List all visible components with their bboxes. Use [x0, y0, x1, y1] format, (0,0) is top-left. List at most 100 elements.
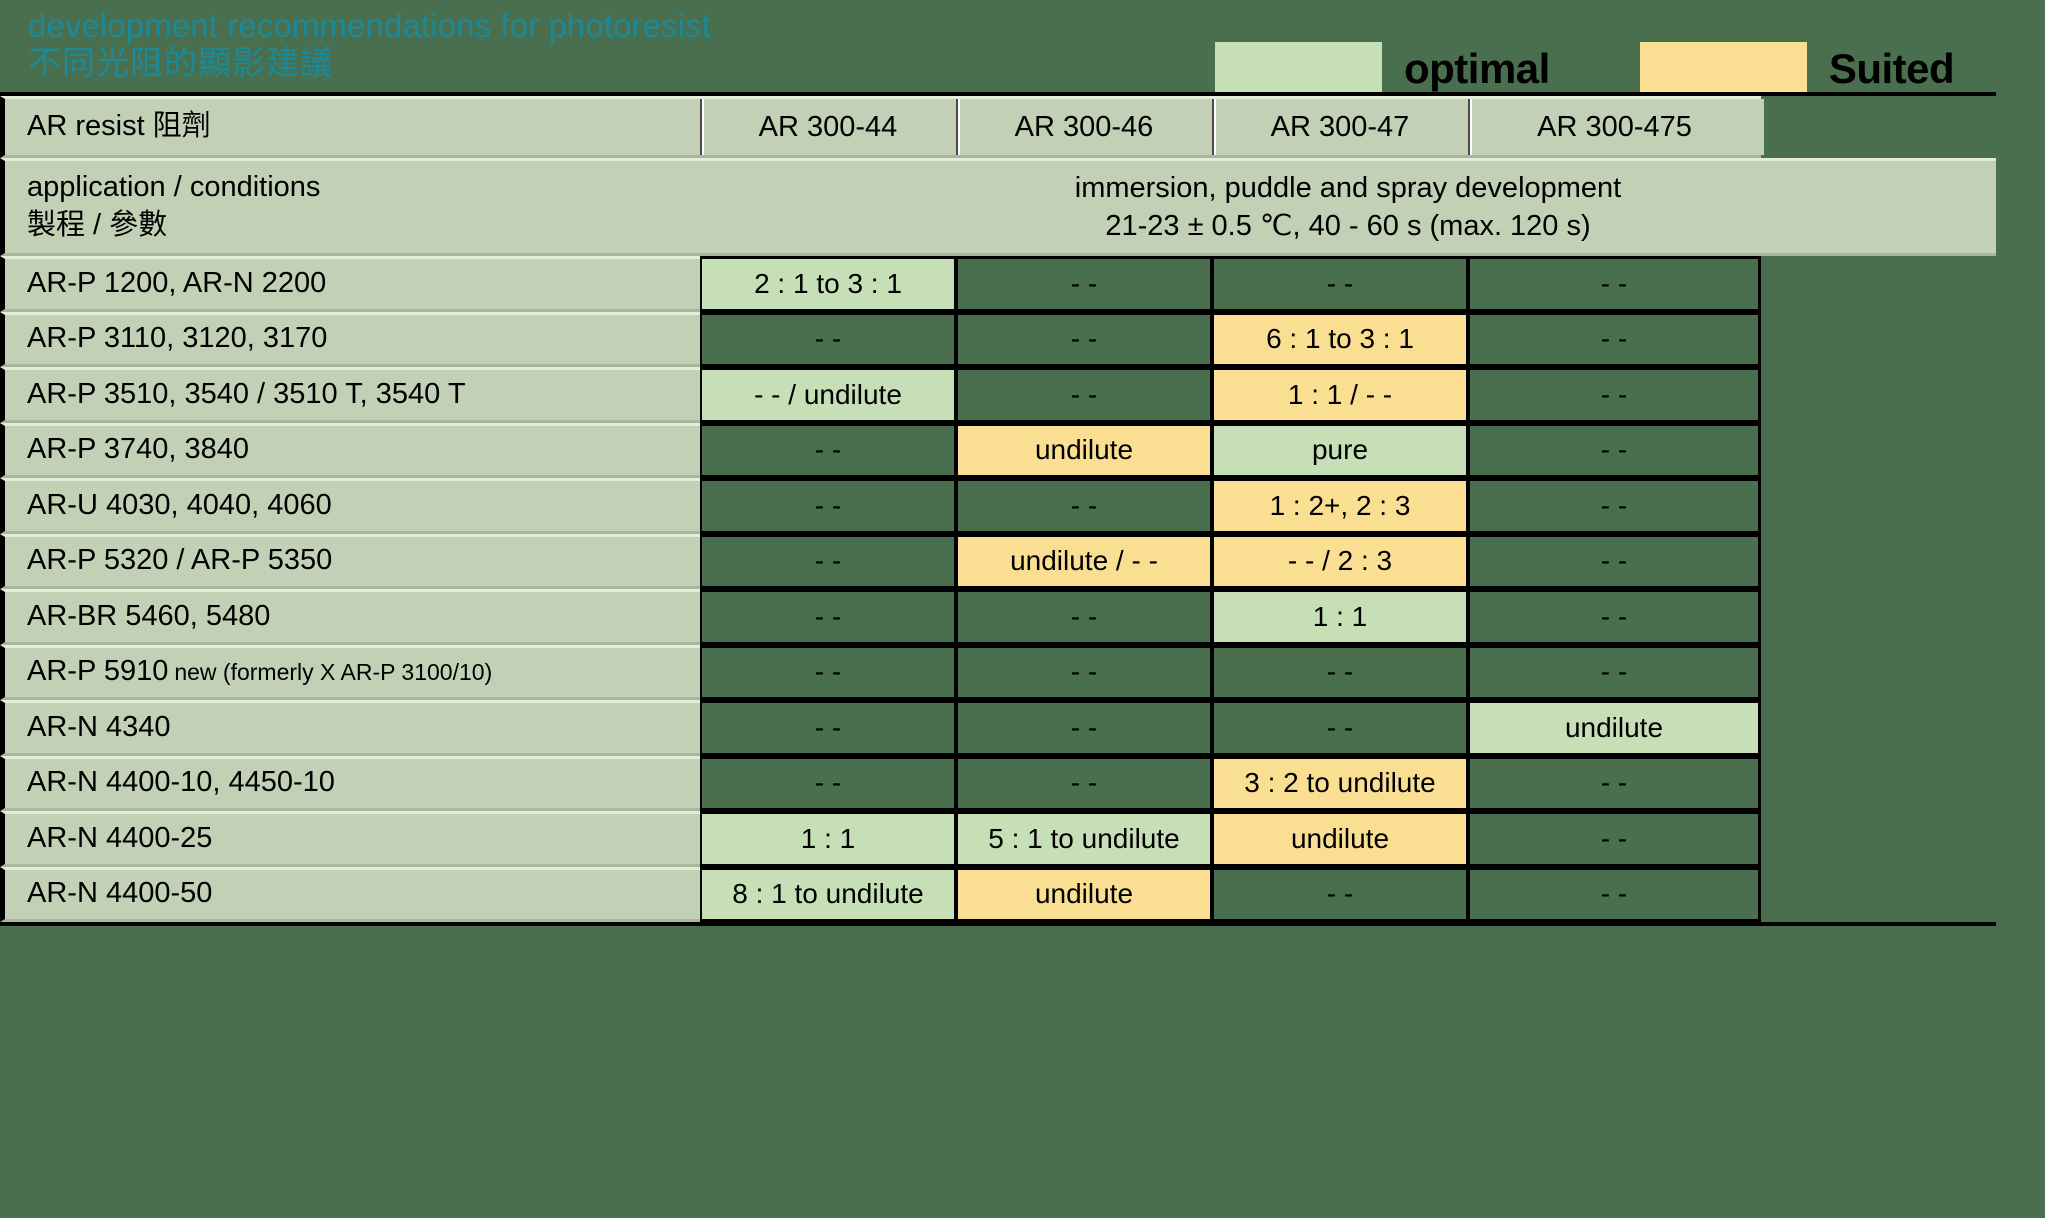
page-title-english: development recommendations for photores… — [28, 7, 711, 44]
table-cell: - - / undilute — [700, 367, 956, 423]
table-cell: - - — [700, 589, 956, 645]
table-header-row: AR resist 阻劑 AR 300-44 AR 300-46 AR 300-… — [0, 96, 1996, 158]
table-cell: 6 : 1 to 3 : 1 — [1212, 311, 1468, 367]
row-label-cell: AR-P 1200, AR-N 2200 — [0, 256, 700, 312]
row-label-wrap: AR-N 4400-10, 4450-10 — [27, 764, 335, 802]
legend-swatch-suited-icon — [1639, 42, 1807, 96]
table-cell: - - — [956, 700, 1212, 756]
table-cell: - - — [956, 311, 1212, 367]
table-cell: - - — [956, 755, 1212, 811]
row-label-wrap: AR-N 4400-25 — [27, 820, 212, 858]
table-cell: undilute — [1212, 811, 1468, 867]
table-cell: - - — [1468, 478, 1761, 534]
conditions-value-line2: 21-23 ± 0.5 ℃, 40 - 60 s (max. 120 s) — [1105, 210, 1591, 242]
row-label-cell: AR-N 4400-50 — [0, 866, 700, 922]
table-cell: undilute — [956, 422, 1212, 478]
table-cell: 5 : 1 to undilute — [956, 811, 1212, 867]
row-label: AR-N 4400-50 — [27, 877, 213, 910]
table-cell: - - — [700, 533, 956, 589]
table-cell: - - — [956, 644, 1212, 700]
header-row-label: AR resist 阻劑 — [27, 110, 211, 143]
table-cell: - - — [1212, 644, 1468, 700]
table-cell: - - — [1212, 256, 1468, 312]
table-cell: - - — [1468, 256, 1761, 312]
conditions-label-line2: 製程 / 參數 — [27, 209, 168, 241]
table-cell: - - — [700, 755, 956, 811]
row-label-cell: AR-P 5320 / AR-P 5350 — [0, 533, 700, 589]
table-row: AR-U 4030, 4040, 4060- -- -1 : 2+, 2 : 3… — [0, 478, 1996, 534]
table-cell: - - / 2 : 3 — [1212, 533, 1468, 589]
table-cell: undilute — [1468, 700, 1761, 756]
legend-label-optimal: optimal — [1404, 45, 1550, 92]
row-label-wrap: AR-N 4400-50 — [27, 875, 212, 913]
table-cell: undilute / - - — [956, 533, 1212, 589]
row-label: AR-N 4340 — [27, 710, 171, 743]
table-cell: 8 : 1 to undilute — [700, 866, 956, 922]
table-cell: undilute — [956, 866, 1212, 922]
table-row: AR-P 3110, 3120, 3170 - - - -6 : 1 to 3 : … — [0, 311, 1996, 367]
row-label: AR-P 1200, AR-N 2200 — [27, 266, 327, 299]
row-label: AR-P 5910 — [27, 655, 169, 688]
table-cell: - - — [1468, 589, 1761, 645]
table-cell: - - — [1468, 644, 1761, 700]
row-label-wrap: AR-BR 5460, 5480 — [27, 598, 270, 636]
conditions-label-cell: application / conditions 製程 / 參數 — [0, 158, 700, 256]
row-label: AR-P 5320 / AR-P 5350 — [27, 544, 333, 577]
table-cell: - - — [1468, 367, 1761, 423]
row-label: AR-U 4030, 4040, 4060 — [27, 488, 332, 521]
table-row: AR-BR 5460, 5480- -- -1 : 1- - — [0, 589, 1996, 645]
table-cell: - - — [1212, 866, 1468, 922]
legend-item-optimal: optimal — [1215, 42, 1550, 96]
table-cell: 3 : 2 to undilute — [1212, 755, 1468, 811]
header-band: development recommendations for photores… — [0, 0, 2045, 124]
row-label-cell: AR-BR 5460, 5480 — [0, 589, 700, 645]
row-label: AR-P 3110, 3120, 3170 — [27, 322, 328, 355]
table-cell: - - — [1468, 533, 1761, 589]
row-label-wrap: AR-U 4030, 4040, 4060 — [27, 487, 332, 525]
table-cell: - - — [956, 367, 1212, 423]
legend-item-suited: Suited — [1639, 42, 1955, 96]
table-cell: 2 : 1 to 3 : 1 — [700, 256, 956, 312]
row-label-wrap: AR-N 4340 — [27, 709, 170, 747]
row-label: AR-BR 5460, 5480 — [27, 599, 271, 632]
recommendations-table: AR resist 阻劑 AR 300-44 AR 300-46 AR 300-… — [0, 92, 1996, 926]
row-label-wrap: AR-P 3510, 3540 / 3510 T, 3540 T — [27, 376, 466, 414]
column-header-ar-300-47: AR 300-47 — [1212, 96, 1468, 158]
table-cell: - - — [956, 256, 1212, 312]
column-header-ar-300-46: AR 300-46 — [956, 96, 1212, 158]
conditions-value-cell: immersion, puddle and spray development … — [700, 158, 1996, 256]
legend-swatch-optimal-icon — [1215, 42, 1382, 96]
table-row: AR-P 5320 / AR-P 5350- -undilute / - -- … — [0, 533, 1996, 589]
row-label-cell: AR-U 4030, 4040, 4060 — [0, 478, 700, 534]
table-cell: 1 : 1 — [700, 811, 956, 867]
table-cell: 1 : 2+, 2 : 3 — [1212, 478, 1468, 534]
row-label-wrap: AR-P 3110, 3120, 3170 — [27, 320, 327, 358]
conditions-row: application / conditions 製程 / 參數 immersi… — [0, 158, 1996, 256]
row-label: AR-N 4400-25 — [27, 821, 213, 854]
table-cell: 1 : 1 — [1212, 589, 1468, 645]
row-label-cell: AR-P 3510, 3540 / 3510 T, 3540 T — [0, 367, 700, 423]
row-label-wrap: AR-P 5320 / AR-P 5350 — [27, 542, 332, 580]
legend: optimal Suited — [1215, 38, 1955, 100]
table-cell: - - — [1468, 866, 1761, 922]
table-cell: pure — [1212, 422, 1468, 478]
page-title-chinese: 不同光阻的顯影建議 — [28, 43, 334, 81]
row-label-cell: AR-N 4400-25 — [0, 811, 700, 867]
row-label-suffix: new (formerly X AR-P 3100/10) — [174, 659, 493, 686]
row-label-cell: AR-N 4340 — [0, 700, 700, 756]
table-cell: - - — [956, 589, 1212, 645]
column-header-ar-300-475: AR 300-475 — [1468, 96, 1764, 158]
row-label: AR-P 3510, 3540 / 3510 T, 3540 T — [27, 377, 466, 410]
table-cell: - - — [1468, 811, 1761, 867]
table-cell: - - — [1468, 311, 1761, 367]
page-title: development recommendations for photores… — [28, 7, 711, 82]
row-label: AR-P 3740, 3840 — [27, 433, 249, 466]
table-cell: - - — [700, 478, 956, 534]
